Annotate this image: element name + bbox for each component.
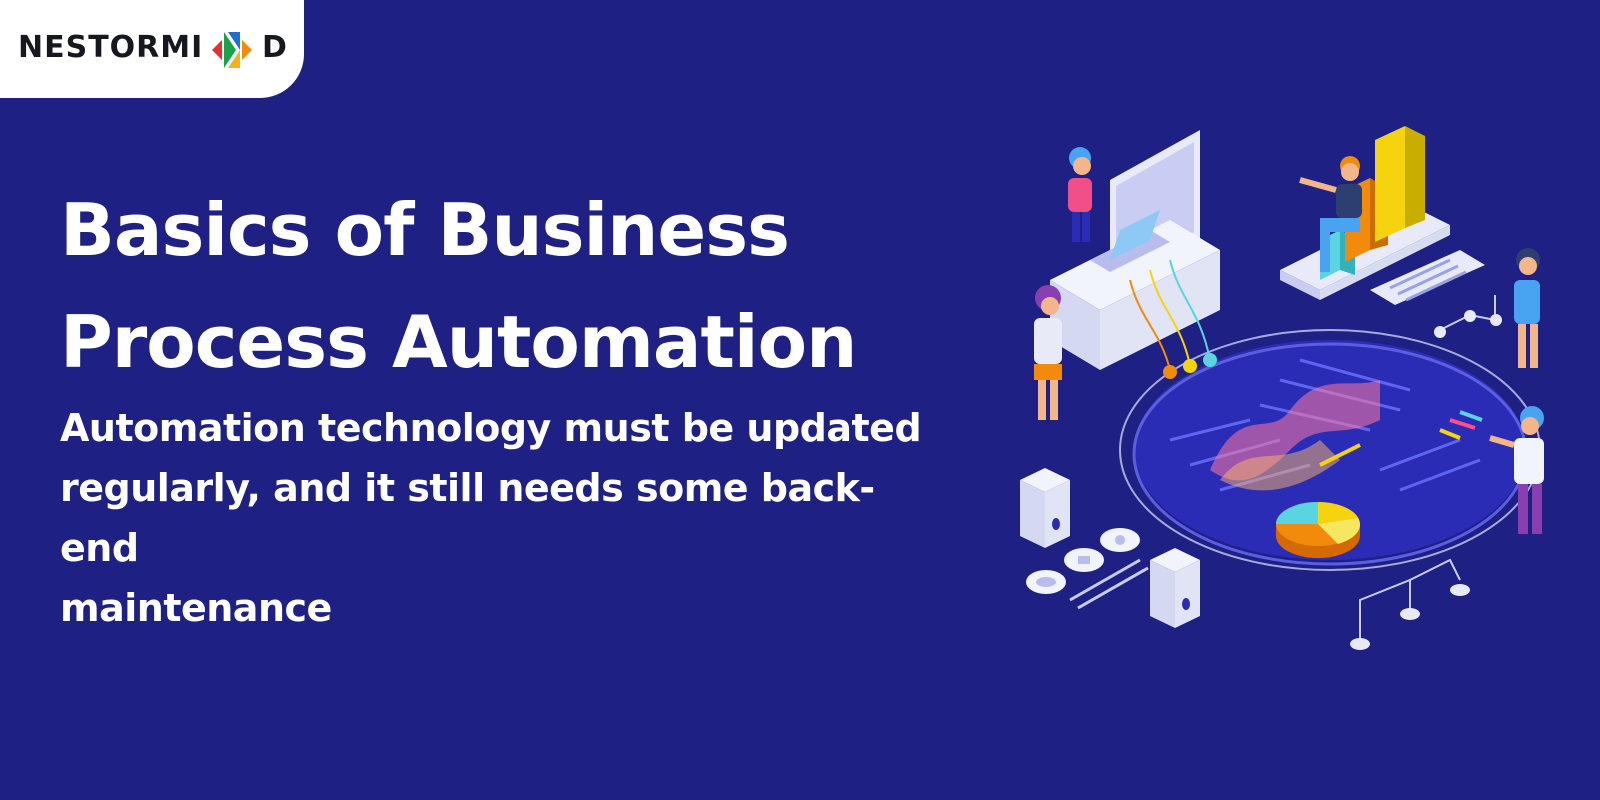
lock-icon: [1064, 548, 1104, 572]
person-icon: [1489, 406, 1544, 534]
info-card: [1370, 250, 1485, 305]
page-subtitle: Automation technology must be updated re…: [60, 398, 940, 638]
logo-mark-icon: [212, 32, 252, 68]
gear-icon: [1100, 528, 1140, 552]
automation-illustration: [1020, 126, 1544, 650]
logo-container[interactable]: NESTORMI D: [0, 0, 304, 98]
person-icon: [1514, 248, 1540, 368]
title-line-1: Basics of Business: [60, 188, 790, 272]
pie-chart-icon: [1276, 502, 1360, 558]
person-icon: [1068, 147, 1092, 242]
subtitle-line-2: regularly, and it still needs some back-…: [60, 466, 875, 570]
logo-wordmark: NESTORMI: [18, 30, 204, 65]
person-icon: [1299, 156, 1362, 272]
person-icon: [1034, 285, 1062, 420]
subtitle-line-3: maintenance: [60, 586, 332, 630]
laptop-icon: [1090, 210, 1170, 272]
page-title: Basics of Business Process Automation: [60, 174, 960, 398]
logo-wordmark-end: D: [262, 30, 287, 65]
cloud-icon: [1026, 570, 1066, 594]
subtitle-line-1: Automation technology must be updated: [60, 406, 922, 450]
isometric-platform: [1119, 329, 1541, 571]
title-line-2: Process Automation: [60, 300, 857, 384]
cable-lines: [1069, 558, 1149, 610]
server-icon: [1020, 468, 1200, 628]
